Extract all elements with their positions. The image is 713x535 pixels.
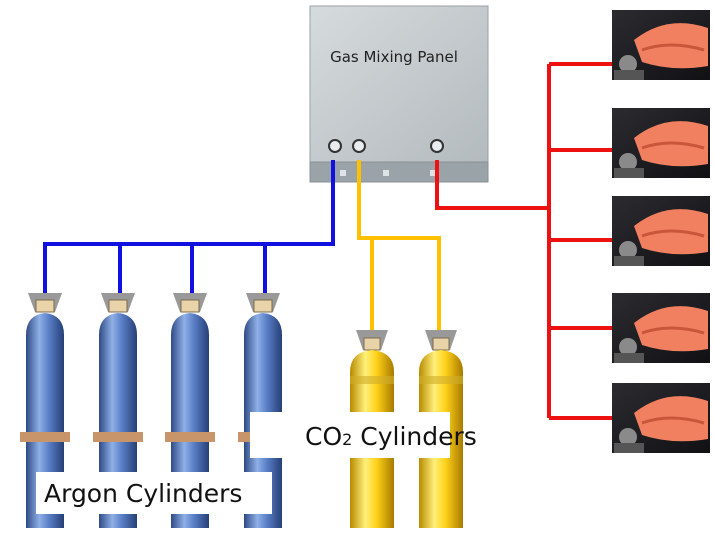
- welder-photo-icon: [612, 293, 710, 363]
- welding-station-group: [612, 10, 710, 453]
- welder-photo-icon: [612, 10, 710, 80]
- mixed-gas-line: [435, 62, 612, 420]
- welder-photo-icon: [612, 196, 710, 266]
- welder-photo-icon: [612, 108, 710, 178]
- co2-cylinders-label: CO2 Cylinders: [305, 422, 477, 451]
- welder-photo-icon: [612, 383, 710, 453]
- co2-supply-line: [357, 160, 441, 330]
- argon-cylinders-label: Argon Cylinders: [44, 479, 242, 508]
- argon-label-box: [36, 472, 272, 514]
- panel-title: Gas Mixing Panel: [330, 48, 458, 66]
- gas-mixing-panel: Gas Mixing Panel: [309, 5, 489, 183]
- co2-label-box: [250, 412, 450, 458]
- panel-port-icon: [328, 139, 444, 153]
- argon-supply-line: [43, 160, 335, 298]
